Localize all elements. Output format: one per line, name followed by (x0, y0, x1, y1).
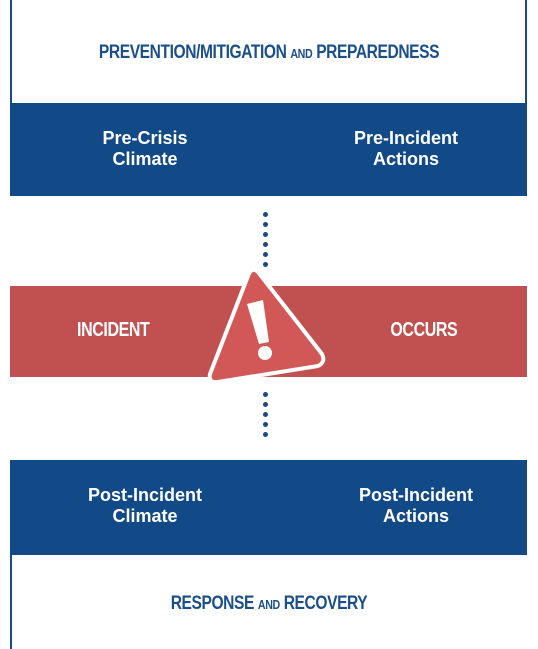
pre-incident-actions-line1: Pre-Incident (353, 128, 459, 148)
post-incident-climate-label: Post-Incident Climate (35, 485, 255, 527)
top-heading-part1: PREVENTION/MITIGATION (98, 42, 287, 63)
bottom-frame (10, 555, 527, 649)
dotted-connector-bottom (263, 392, 269, 442)
bottom-heading-and: AND (257, 597, 280, 612)
bottom-heading-part2: RECOVERY (283, 593, 368, 614)
post-incident-actions-line1: Post-Incident (358, 485, 473, 505)
top-heading: PREVENTION/MITIGATION AND PREPAREDNESS (48, 42, 489, 64)
warning-icon (207, 267, 326, 385)
post-incident-climate-line1: Post-Incident (87, 485, 202, 505)
post-incident-actions-label: Post-Incident Actions (306, 485, 526, 527)
pre-crisis-climate-label: Pre-Crisis Climate (35, 128, 255, 170)
top-heading-and: AND (290, 46, 313, 61)
pre-crisis-climate-line1: Pre-Crisis (102, 128, 188, 148)
bottom-heading-part1: RESPONSE (170, 593, 255, 614)
bottom-heading: RESPONSE AND RECOVERY (48, 593, 489, 615)
post-incident-band: Post-Incident Climate Post-Incident Acti… (10, 460, 527, 555)
pre-incident-actions-label: Pre-Incident Actions (296, 128, 516, 170)
post-incident-actions-line2: Actions (382, 506, 449, 526)
pre-crisis-climate-line2: Climate (112, 149, 178, 169)
pre-incident-actions-line2: Actions (372, 149, 439, 169)
dotted-connector-top (263, 212, 269, 272)
pre-incident-band: Pre-Crisis Climate Pre-Incident Actions (10, 103, 527, 196)
top-frame (10, 0, 527, 103)
top-heading-part2: PREPAREDNESS (316, 42, 440, 63)
occurs-label: OCCURS (390, 319, 458, 341)
post-incident-climate-line2: Climate (112, 506, 178, 526)
incident-label: INCIDENT (77, 319, 150, 341)
